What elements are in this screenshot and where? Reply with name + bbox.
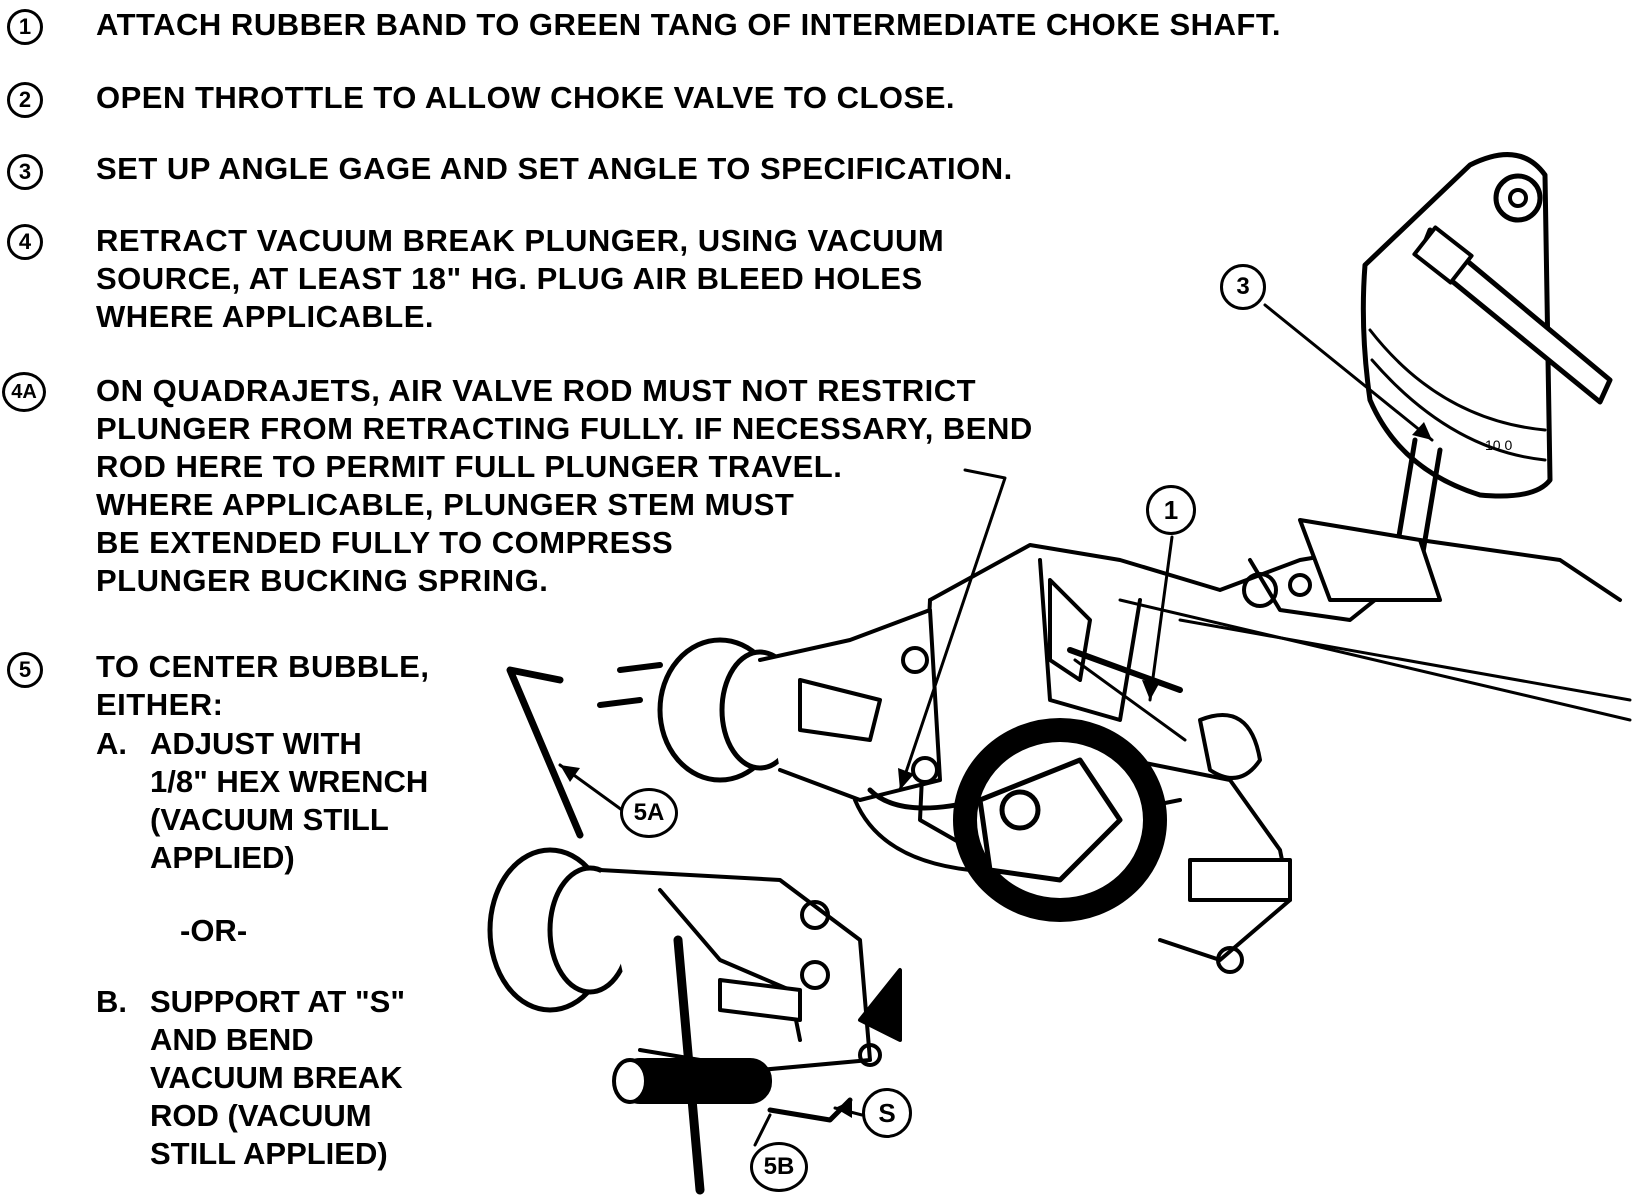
step-number-3: 3: [7, 154, 43, 190]
step-4-text: RETRACT VACUUM BREAK PLUNGER, USING VACU…: [96, 223, 945, 334]
upper-vacuum-break-drawing: [506, 608, 983, 872]
callout-s: S: [862, 1088, 912, 1138]
step-number-4a: 4A: [2, 372, 46, 412]
callout-5b: 5B: [750, 1142, 808, 1192]
step-3-text: SET UP ANGLE GAGE AND SET ANGLE TO SPECI…: [96, 151, 1013, 186]
option-b-text: SUPPORT AT "S" AND BEND VACUUM BREAK ROD…: [150, 984, 406, 1171]
step-2-text: OPEN THROTTLE TO ALLOW CHOKE VALVE TO CL…: [96, 80, 956, 115]
callout-1: 1: [1146, 485, 1196, 535]
option-b-label: B.: [96, 984, 127, 1019]
or-separator: -OR-: [180, 913, 248, 948]
carburetor-body-drawing: [918, 518, 1632, 974]
step-5-text: TO CENTER BUBBLE, EITHER:: [96, 649, 430, 722]
callout-3: 3: [1220, 264, 1266, 310]
step-number-2: 2: [7, 82, 43, 118]
angle-gage-drawing: 10 0: [1360, 152, 1613, 573]
step-number-1: 1: [7, 9, 43, 45]
svg-text:10 0: 10 0: [1485, 437, 1512, 453]
step-number-4: 4: [7, 224, 43, 260]
option-a-label: A.: [96, 726, 127, 761]
step-4a-text: ON QUADRAJETS, AIR VALVE ROD MUST NOT RE…: [96, 373, 1033, 598]
step-1-text: ATTACH RUBBER BAND TO GREEN TANG OF INTE…: [96, 7, 1281, 42]
step-number-5: 5: [7, 652, 43, 688]
callout-5a: 5A: [620, 788, 678, 838]
lower-vacuum-break-drawing: [487, 847, 902, 1195]
option-a-text: ADJUST WITH 1/8" HEX WRENCH (VACUUM STIL…: [150, 726, 429, 875]
